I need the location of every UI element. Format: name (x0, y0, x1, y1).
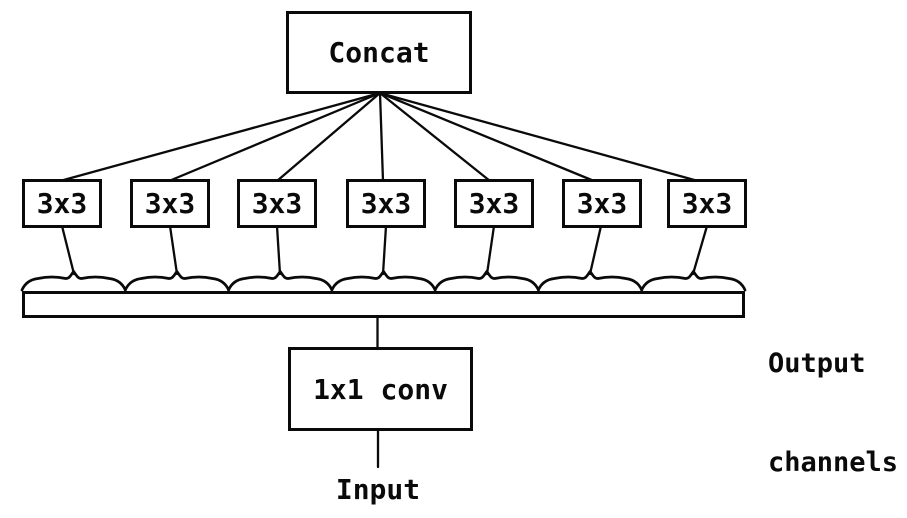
conv3x3-label: 3x3 (681, 187, 733, 220)
channel-group-braces (20, 269, 747, 292)
box-to-brace-line (588, 224, 603, 276)
channel-group-brace (433, 269, 540, 292)
fan-line (275, 91, 382, 183)
conv1x1-node: 1x1 conv (288, 347, 473, 431)
box-to-brace-connectors (60, 224, 709, 276)
conv3x3-node: 3x3 (454, 179, 534, 228)
conv3x3-node: 3x3 (346, 179, 426, 228)
channel-group-brace (537, 269, 644, 292)
conv3x3-label: 3x3 (360, 187, 412, 220)
fan-line (378, 91, 492, 183)
fan-line (58, 91, 382, 183)
output-channels-label: Output channels (768, 281, 898, 518)
input-label: Input (335, 473, 421, 506)
concat-fan-lines (58, 91, 700, 183)
conv3x3-label: 3x3 (251, 187, 303, 220)
concat-node: Concat (286, 11, 472, 94)
fan-line (378, 91, 385, 183)
box-to-brace-line (381, 224, 388, 276)
channel-group-brace (123, 269, 230, 292)
box-to-brace-line (485, 224, 496, 276)
box-to-brace-line (168, 224, 179, 276)
conv3x3-label: 3x3 (36, 187, 88, 220)
channel-group-brace (330, 269, 437, 292)
conv3x3-node: 3x3 (562, 179, 642, 228)
channel-group-brace (640, 269, 747, 292)
conv3x3-label: 3x3 (144, 187, 196, 220)
box-to-brace-line (275, 224, 282, 276)
conv3x3-label: 3x3 (576, 187, 628, 220)
conv3x3-node: 3x3 (22, 179, 102, 228)
box-to-brace-line (60, 224, 76, 276)
output-channels-label-line2: channels (768, 447, 899, 478)
conv3x3-label: 3x3 (468, 187, 520, 220)
output-channels-label-line1: Output (768, 348, 866, 379)
fan-line (167, 91, 382, 183)
box-to-brace-line (691, 224, 709, 276)
conv3x3-node: 3x3 (130, 179, 210, 228)
conv1x1-label: 1x1 conv (313, 372, 448, 406)
channel-group-brace (227, 269, 334, 292)
concat-label: Concat (328, 36, 430, 69)
channel-group-brace (20, 269, 127, 292)
fan-line (378, 91, 596, 183)
fan-line (378, 91, 700, 183)
output-channels-bar (22, 291, 745, 318)
conv3x3-node: 3x3 (667, 179, 747, 228)
conv3x3-node: 3x3 (237, 179, 317, 228)
